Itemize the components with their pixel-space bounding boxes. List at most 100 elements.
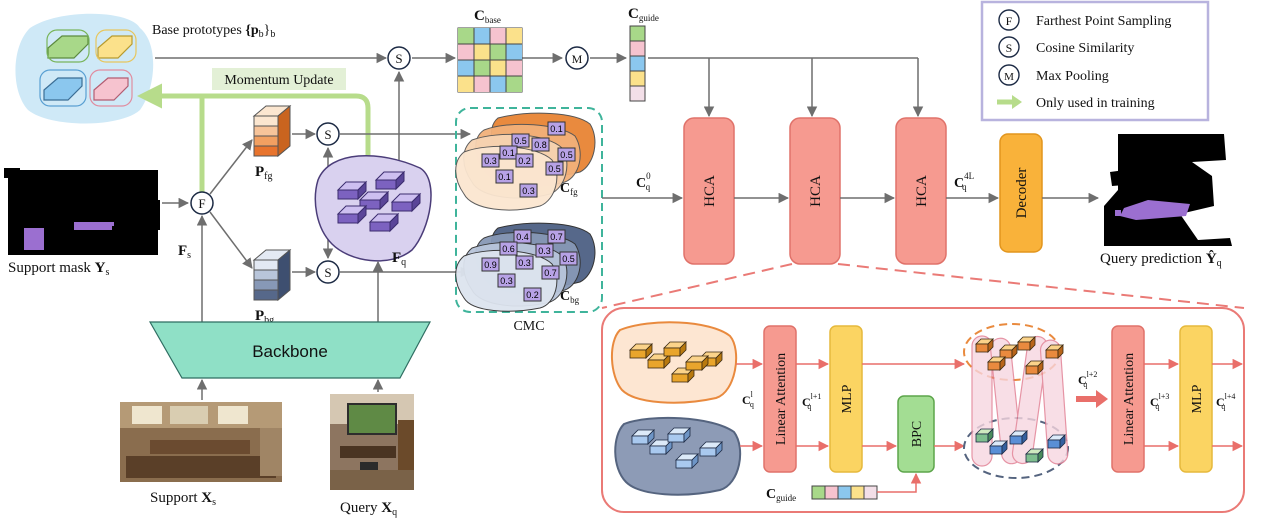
bg-value-3: 0.3 xyxy=(535,243,554,258)
p-bg-label: Pbg xyxy=(255,308,274,326)
svg-text:0.1: 0.1 xyxy=(502,148,515,158)
fg-value-7: 0.5 xyxy=(545,161,564,176)
detail-bg-blob xyxy=(614,416,742,496)
svg-text:0.1: 0.1 xyxy=(498,172,511,182)
linear-attention-block-2: Linear Attention xyxy=(1111,325,1145,473)
bg-value-7: 0.7 xyxy=(541,265,560,280)
legend-item-fps: F Farthest Point Sampling xyxy=(998,9,1171,31)
fg-value-4: 0.1 xyxy=(499,145,518,160)
svg-text:0.4: 0.4 xyxy=(516,232,529,242)
hca-block-3: HCA xyxy=(895,117,947,265)
legend-label-fps: Farthest Point Sampling xyxy=(1036,14,1171,29)
support-label: Support Xs xyxy=(150,490,216,508)
svg-text:0.1: 0.1 xyxy=(550,124,563,134)
p-bg-stack xyxy=(252,248,292,302)
arrow-f-to-pfg xyxy=(209,139,253,195)
bg-value-6: 0.3 xyxy=(515,255,534,270)
svg-text:Linear Attention: Linear Attention xyxy=(774,353,789,445)
hca-block-2: HCA xyxy=(789,117,841,265)
bpc-block: BPC xyxy=(897,395,935,473)
svg-text:MLP: MLP xyxy=(1190,384,1205,413)
decoder-block: Decoder xyxy=(999,133,1043,253)
svg-text:0.2: 0.2 xyxy=(518,156,531,166)
support-mask-image xyxy=(4,168,160,255)
mlp-block-2: MLP xyxy=(1179,325,1213,473)
fg-value-3: 0.5 xyxy=(557,147,576,162)
cmc-fg-values: 0.5 0.1 0.8 0.5 0.1 0.3 0.2 0.5 0.1 0.3 xyxy=(481,121,576,198)
fg-value-0: 0.5 xyxy=(511,133,530,148)
svg-text:0.2: 0.2 xyxy=(526,290,539,300)
query-room-image xyxy=(330,394,414,490)
svg-text:S: S xyxy=(324,127,331,142)
svg-text:0.5: 0.5 xyxy=(562,254,575,264)
fs-label: Fs xyxy=(178,243,191,261)
f-q-label: Fq xyxy=(392,250,406,268)
legend-item-training: Only used in training xyxy=(997,95,1155,111)
momentum-update-badge xyxy=(212,68,346,90)
bg-value-1: 0.7 xyxy=(547,229,566,244)
svg-text:BPC: BPC xyxy=(910,421,925,447)
momentum-update-path xyxy=(137,83,371,200)
bg-value-9: 0.2 xyxy=(523,287,542,302)
legend: F Farthest Point Sampling S Cosine Simil… xyxy=(980,0,1210,122)
support-mask-label: Support mask Ys xyxy=(8,260,110,278)
c-guide-vector xyxy=(629,25,646,102)
detail-grouped-cubes xyxy=(963,323,1069,479)
detail-arrow-guide-to-bpc xyxy=(877,472,922,493)
svg-text:HCA: HCA xyxy=(914,175,930,207)
svg-text:0.3: 0.3 xyxy=(538,246,551,256)
legend-label-maxpool: Max Pooling xyxy=(1036,69,1109,84)
cmc-box xyxy=(455,107,603,313)
legend-label-training: Only used in training xyxy=(1036,96,1155,111)
svg-text:0.5: 0.5 xyxy=(560,150,573,160)
svg-text:0.8: 0.8 xyxy=(534,140,547,150)
query-prediction-label: Query prediction Ŷq xyxy=(1100,250,1222,269)
svg-text:0.5: 0.5 xyxy=(548,164,561,174)
svg-text:0.3: 0.3 xyxy=(500,276,513,286)
legend-item-cosine: S Cosine Similarity xyxy=(998,36,1134,58)
cmc-bg-values: 0.4 0.7 0.6 0.3 0.5 0.9 0.3 0.7 0.3 0.2 xyxy=(481,229,578,302)
legend-item-maxpool: M Max Pooling xyxy=(998,64,1109,86)
base-prototypes-label: Base prototypes {pb}b xyxy=(152,23,275,40)
svg-text:0.9: 0.9 xyxy=(484,260,497,270)
prototype-green-icon xyxy=(46,29,90,63)
detail-connector-right xyxy=(837,263,1245,309)
base-prototypes-blob xyxy=(15,13,154,124)
prototype-blue-icon xyxy=(39,69,87,107)
fg-value-6: 0.2 xyxy=(515,153,534,168)
svg-text:M: M xyxy=(572,52,583,66)
svg-text:F: F xyxy=(198,196,205,211)
legend-label-cosine: Cosine Similarity xyxy=(1036,41,1134,56)
c-guide-label: Cguide xyxy=(628,6,659,23)
svg-text:S: S xyxy=(395,51,402,66)
svg-text:S: S xyxy=(324,265,331,280)
c-base-label: Cbase xyxy=(474,8,501,25)
support-room-image xyxy=(120,402,282,482)
svg-text:0.3: 0.3 xyxy=(484,156,497,166)
cosine-similarity-op-fg: S xyxy=(316,122,340,146)
svg-text:0.5: 0.5 xyxy=(514,136,527,146)
svg-text:0.7: 0.7 xyxy=(550,232,563,242)
query-prediction-image xyxy=(1104,134,1232,246)
c-bg-label: Cbg xyxy=(560,289,580,305)
svg-text:HCA: HCA xyxy=(808,175,824,207)
linear-attention-block-1: Linear Attention xyxy=(763,325,797,473)
svg-text:S: S xyxy=(1006,41,1013,55)
fg-value-8: 0.1 xyxy=(495,169,514,184)
bg-value-0: 0.4 xyxy=(513,229,532,244)
svg-text:Decoder: Decoder xyxy=(1014,168,1030,219)
fg-value-1: 0.1 xyxy=(547,121,566,136)
cosine-similarity-op-top: S xyxy=(387,46,411,70)
c-fg-label: Cfg xyxy=(560,181,578,197)
svg-text:HCA: HCA xyxy=(702,175,718,207)
bg-value-4: 0.5 xyxy=(559,251,578,266)
hca-block-1: HCA xyxy=(683,117,735,265)
bg-value-2: 0.6 xyxy=(499,241,518,256)
